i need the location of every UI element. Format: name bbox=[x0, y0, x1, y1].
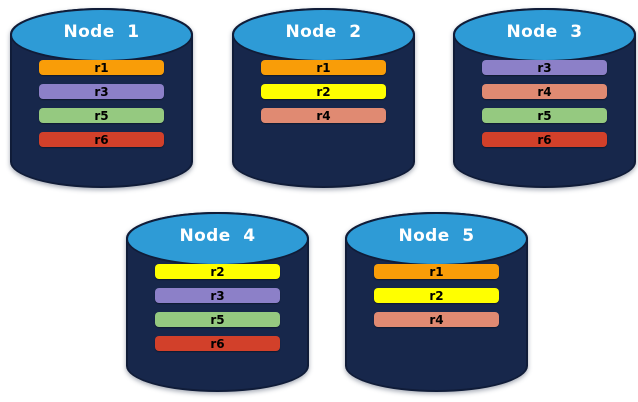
replica-bar-r5[interactable]: r5 bbox=[39, 108, 164, 123]
cylinder-top-ellipse bbox=[10, 8, 193, 62]
replica-bar-r3[interactable]: r3 bbox=[39, 84, 164, 99]
replica-bar-r5[interactable]: r5 bbox=[482, 108, 607, 123]
replica-bar-r4[interactable]: r4 bbox=[482, 84, 607, 99]
replica-bar-r6[interactable]: r6 bbox=[39, 132, 164, 147]
replica-bar-r4[interactable]: r4 bbox=[374, 312, 499, 327]
replica-bar-r2[interactable]: r2 bbox=[374, 288, 499, 303]
replica-bar-r3[interactable]: r3 bbox=[482, 60, 607, 75]
replica-bar-r6[interactable]: r6 bbox=[155, 336, 280, 351]
cylinder-top-ellipse bbox=[126, 212, 309, 266]
replica-bar-r2[interactable]: r2 bbox=[155, 264, 280, 279]
cylinder-top-ellipse bbox=[453, 8, 636, 62]
replica-bar-r2[interactable]: r2 bbox=[261, 84, 386, 99]
replica-list: r1 r2 r4 bbox=[232, 60, 415, 123]
replica-bar-r1[interactable]: r1 bbox=[39, 60, 164, 75]
replica-bar-r1[interactable]: r1 bbox=[374, 264, 499, 279]
replica-bar-r5[interactable]: r5 bbox=[155, 312, 280, 327]
replica-bar-r4[interactable]: r4 bbox=[261, 108, 386, 123]
replica-bar-r3[interactable]: r3 bbox=[155, 288, 280, 303]
replica-list: r2 r3 r5 r6 bbox=[126, 264, 309, 351]
replica-list: r1 r2 r4 bbox=[345, 264, 528, 327]
replica-bar-r1[interactable]: r1 bbox=[261, 60, 386, 75]
replica-bar-r6[interactable]: r6 bbox=[482, 132, 607, 147]
replica-list: r1 r3 r5 r6 bbox=[10, 60, 193, 147]
cylinder-top-ellipse bbox=[232, 8, 415, 62]
cylinder-top-ellipse bbox=[345, 212, 528, 266]
replica-list: r3 r4 r5 r6 bbox=[453, 60, 636, 147]
